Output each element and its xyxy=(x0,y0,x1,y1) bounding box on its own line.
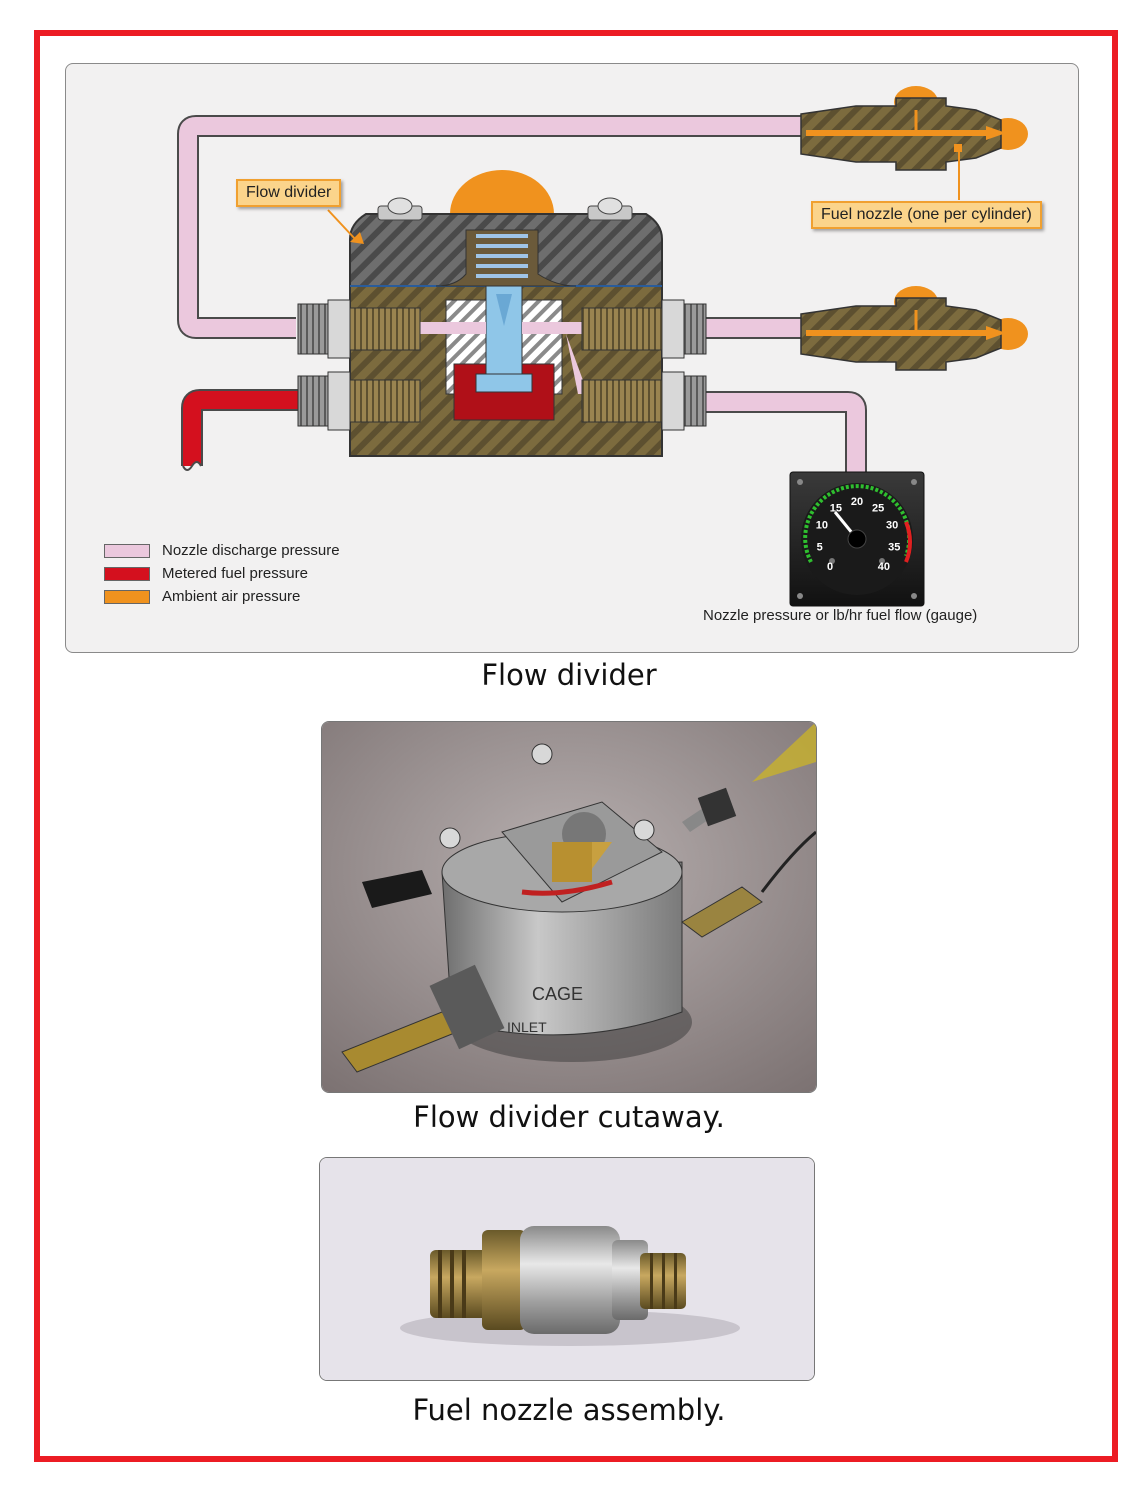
fuel-nozzle-callout: Fuel nozzle (one per cylinder) xyxy=(811,201,1042,229)
stamp-cage: CAGE xyxy=(532,984,583,1004)
nozzle-photo-illustration xyxy=(320,1158,814,1380)
legend-swatch-pink xyxy=(104,543,150,558)
legend-label: Metered fuel pressure xyxy=(162,565,308,582)
legend-item-ambient-air: Ambient air pressure xyxy=(104,588,300,605)
flow-divider-callout: Flow divider xyxy=(236,179,342,207)
gauge-line xyxy=(706,391,867,472)
gauge-tick-35: 35 xyxy=(888,541,900,553)
fuel-nozzle-bottom xyxy=(800,286,1028,371)
page-frame xyxy=(34,30,1118,1462)
legend-swatch-orange xyxy=(104,589,150,604)
metered-fuel-inlet xyxy=(181,389,298,466)
gauge-tick-15: 15 xyxy=(830,502,842,514)
gauge-tick-5: 5 xyxy=(817,541,823,553)
cutaway-caption: Flow divider cutaway. xyxy=(413,1100,725,1134)
fuel-nozzle-assembly-photo xyxy=(319,1157,815,1381)
flow-divider-cutaway-photo: CAGE INLET xyxy=(321,721,817,1093)
nozzle-caption: Fuel nozzle assembly. xyxy=(412,1393,726,1427)
gauge-tick-0: 0 xyxy=(827,561,833,573)
pressure-gauge xyxy=(789,471,925,607)
legend-label: Ambient air pressure xyxy=(162,588,301,605)
legend-swatch-red xyxy=(104,566,150,581)
cutaway-photo-illustration: CAGE INLET xyxy=(322,722,816,1092)
gauge-caption: Nozzle pressure or lb/hr fuel flow (gaug… xyxy=(703,607,978,624)
fuel-nozzle-top xyxy=(800,86,1028,171)
gauge-tick-10: 10 xyxy=(816,520,828,532)
gauge-tick-40: 40 xyxy=(878,561,890,573)
gauge-tick-20: 20 xyxy=(851,496,863,508)
stamp-inlet: INLET xyxy=(507,1019,547,1035)
legend-label: Nozzle discharge pressure xyxy=(162,542,340,559)
diagram-caption: Flow divider xyxy=(481,658,657,692)
legend-item-metered-fuel: Metered fuel pressure xyxy=(104,565,308,582)
legend-item-nozzle-discharge: Nozzle discharge pressure xyxy=(104,542,340,559)
gauge-tick-30: 30 xyxy=(886,520,898,532)
gauge-tick-25: 25 xyxy=(872,502,884,514)
